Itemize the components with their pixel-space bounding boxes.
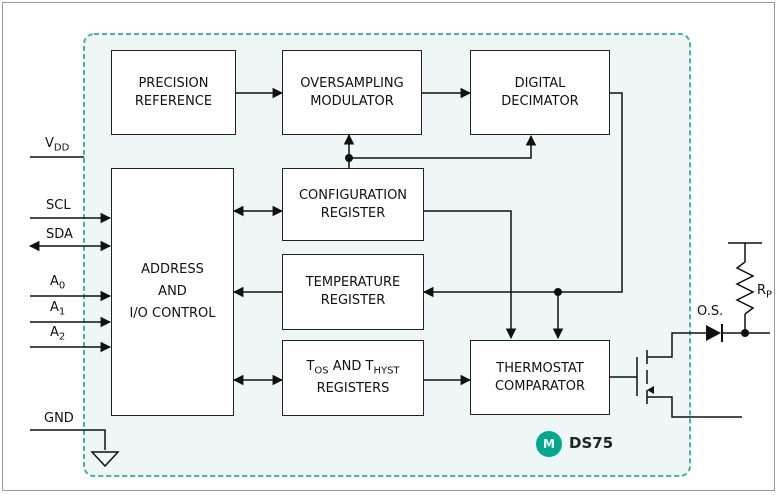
ground-symbol (90, 451, 120, 468)
tos-thyst-subtitle: REGISTERS (316, 381, 390, 397)
pin-label-sda: SDA (46, 227, 73, 242)
os-diode (706, 325, 721, 341)
address-io-control-block: ADDRESS AND I/O CONTROL (111, 168, 234, 416)
pin-label-gnd: GND (44, 411, 74, 426)
config-to-decimator (349, 134, 537, 159)
decimator-to-temperature (422, 92, 623, 298)
tos-thyst-registers-block: TOS AND THYST REGISTERS (282, 340, 424, 416)
pin-label-a1: A1 (50, 300, 66, 318)
pin-label-a0: A0 (50, 274, 66, 292)
maxim-logo-icon: M (536, 431, 562, 457)
pin-label-scl: SCL (46, 198, 71, 213)
pin-label-rp: RP (757, 283, 773, 301)
tos-thyst-title: TOS AND THYST (306, 358, 400, 377)
transistor-source-arrow (647, 386, 654, 394)
thermostat-comparator-block: THERMOSTAT COMPARATOR (470, 340, 610, 415)
pin-label-os: O.S. (697, 304, 724, 319)
junction-dot-temp (554, 288, 562, 296)
gnd-line (30, 429, 106, 450)
oversampling-modulator-block: OVERSAMPLING MODULATOR (282, 50, 422, 135)
config-to-comparator (424, 210, 517, 340)
precision-reference-block: PRECISION REFERENCE (111, 50, 236, 135)
part-number-label: DS75 (569, 434, 614, 452)
temperature-register-block: TEMPERATURE REGISTER (282, 254, 424, 330)
pin-label-vdd: VDD (45, 136, 70, 154)
junction-dot-output (741, 329, 749, 337)
pullup-resistor (735, 261, 755, 315)
drain-lead (647, 332, 706, 358)
pin-label-a2: A2 (50, 325, 66, 343)
source-lead (647, 396, 742, 418)
junction-dot-config (345, 154, 353, 162)
configuration-register-block: CONFIGURATION REGISTER (282, 168, 424, 241)
digital-decimator-block: DIGITAL DECIMATOR (470, 50, 610, 135)
